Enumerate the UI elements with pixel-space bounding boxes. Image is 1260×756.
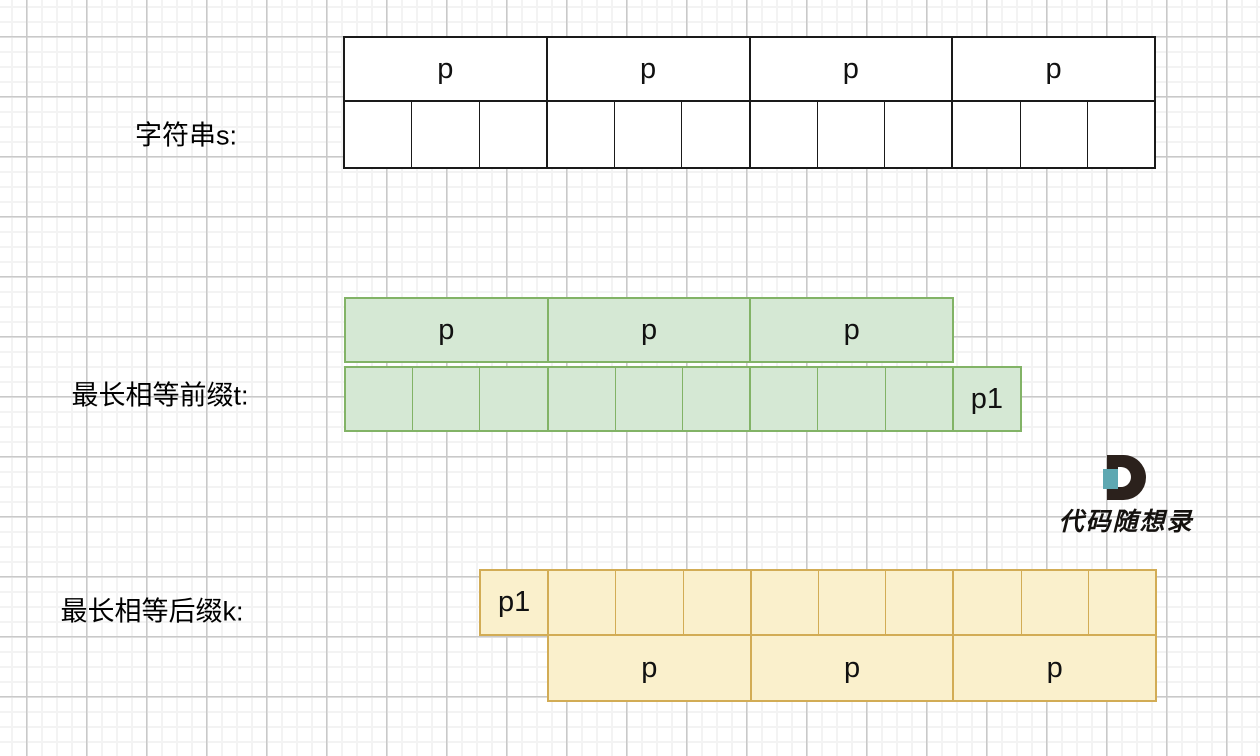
- suffix-k-p-cell: p: [549, 636, 752, 700]
- suffix-k-unit-cell: [684, 571, 752, 634]
- suffix-k-unit-row: p1: [479, 569, 1157, 636]
- logo-text: 代码随想录: [1058, 507, 1194, 536]
- suffix-k-unit-cell: [954, 571, 1022, 634]
- d-logo-teal-accent: [1102, 469, 1118, 489]
- logo-daima-suixianglu: 代码随想录: [1046, 455, 1206, 538]
- string-s-unit-cell: [818, 102, 885, 167]
- prefix-t-p-cell: p: [549, 299, 752, 361]
- string-s-unit-cell: [885, 102, 954, 167]
- string-s-unit-cell: [682, 102, 751, 167]
- string-s-unit-cell: [1021, 102, 1088, 167]
- string-s-unit-cell: [412, 102, 480, 167]
- suffix-k-p-cell: p: [1046, 651, 1063, 684]
- string-s-p-cell: p: [1045, 52, 1062, 85]
- label-string-s: 字符串s:: [134, 120, 238, 151]
- prefix-t-unit-cell: [683, 368, 752, 430]
- suffix-k-unit-cell: [1022, 571, 1089, 634]
- label-longest-equal-suffix-k: 最长相等后缀k:: [60, 596, 244, 627]
- suffix-k-unit-cell: [1089, 571, 1155, 634]
- suffix-k-unit-cell: [616, 571, 684, 634]
- string-s-unit-row: [343, 102, 1156, 169]
- prefix-t-unit-cell: [751, 368, 819, 430]
- prefix-t-unit-cell: [818, 368, 886, 430]
- suffix-k-unit-cell: p1: [481, 571, 550, 634]
- prefix-t-p-cell: p: [346, 299, 549, 361]
- string-s-p-cell: p: [548, 38, 751, 100]
- label-longest-equal-prefix-t: 最长相等前缀t:: [71, 380, 249, 411]
- suffix-k-unit-cell: [549, 571, 617, 634]
- suffix-k-unit-cell: [752, 571, 820, 634]
- prefix-t-unit-cell: p1: [970, 382, 1004, 415]
- string-s-p-cell: p: [345, 38, 548, 100]
- prefix-t-unit-row: p1: [344, 366, 1022, 432]
- d-logo-counter: [1117, 467, 1131, 487]
- prefix-t-unit-cell: [886, 368, 954, 430]
- string-s-unit-cell: [345, 102, 413, 167]
- prefix-t-unit-cell: [616, 368, 684, 430]
- suffix-k-unit-cell: [819, 571, 887, 634]
- string-s-unit-cell: [953, 102, 1021, 167]
- string-s-unit-cell: [615, 102, 683, 167]
- string-s-p-cell: p: [751, 38, 954, 100]
- string-s-unit-cell: [751, 102, 818, 167]
- prefix-t-unit-cell: [346, 368, 414, 430]
- string-s-unit-cell: [548, 102, 615, 167]
- suffix-k-unit-cell: [886, 571, 955, 634]
- suffix-k-p-cell: p: [752, 636, 955, 700]
- prefix-t-p-cell: p: [843, 313, 860, 346]
- prefix-t-unit-cell: [413, 368, 481, 430]
- string-s-unit-cell: [1088, 102, 1154, 167]
- string-s-unit-cell: [480, 102, 548, 167]
- d-logo-icon: [1102, 455, 1146, 500]
- prefix-t-unit-cell: [549, 368, 616, 430]
- prefix-t-unit-cell: [480, 368, 549, 430]
